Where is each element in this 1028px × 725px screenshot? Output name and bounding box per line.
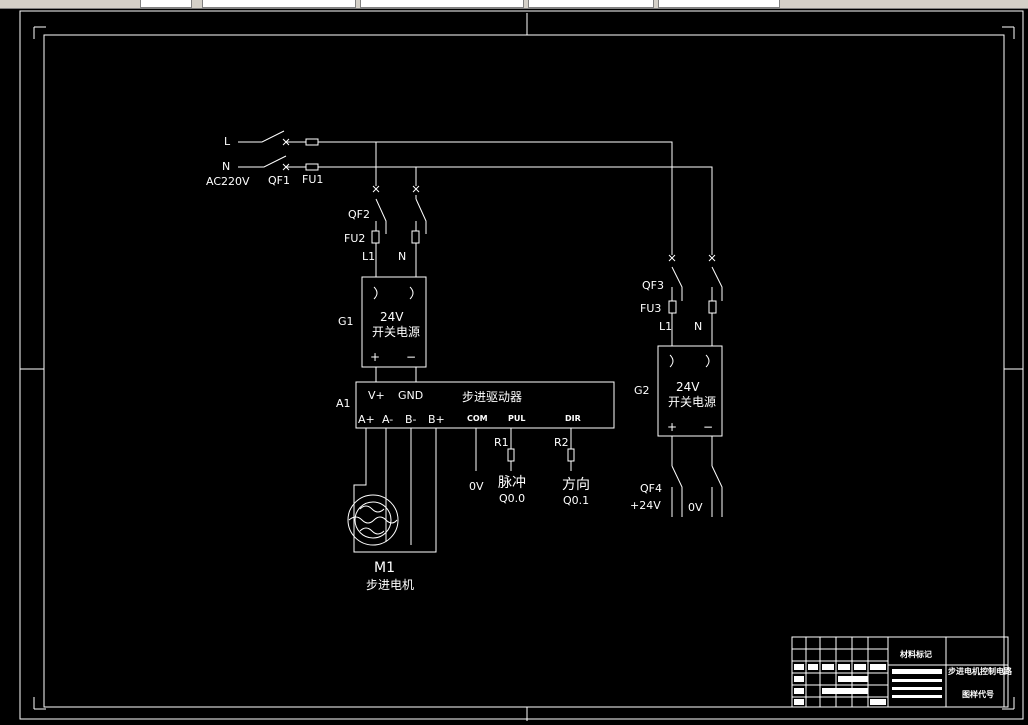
g2-minus: − (703, 420, 713, 434)
fu1-fuse-symbol (305, 138, 319, 171)
drawing-code: 图样代号 (962, 689, 994, 699)
drawing-title: 步进电机控制电路 (948, 666, 1013, 676)
main-supply: L N AC220V QF1 FU1 (206, 130, 713, 255)
qf2-breaker-symbol (372, 185, 427, 234)
motor-tag: M1 (374, 560, 395, 576)
signal-section: R1 R2 0V 脉冲 Q0.0 方向 Q0.1 (469, 428, 590, 507)
g2-in-n-label: N (694, 320, 702, 333)
r2-label: R2 (554, 436, 569, 449)
motor-wiring (353, 428, 437, 553)
material-mark: 材料标记 (900, 649, 932, 659)
fu3-fuse-left (668, 300, 677, 314)
g1-branch: QF2 FU2 L1 N 24V 开关电源 + − G1 (338, 185, 427, 382)
driver-box[interactable] (355, 381, 615, 429)
motor-name: 步进电机 (366, 578, 414, 592)
g2-name: 开关电源 (668, 395, 716, 409)
g2-tilde-icons (669, 354, 710, 368)
g1-input-wires (375, 221, 417, 277)
toolbar-dropdown[interactable] (360, 0, 524, 8)
driver-pul: PUL (508, 414, 525, 423)
g1-tilde-icons (373, 286, 414, 300)
cad-drawing-canvas[interactable]: L N AC220V QF1 FU1 QF2 FU2 L1 N 24V (0, 9, 1028, 725)
r1-label: R1 (494, 436, 509, 449)
qf4-label: QF4 (640, 482, 662, 495)
g2-plus: + (667, 420, 677, 434)
g2-input-wires (671, 287, 713, 346)
driver-vplus: V+ (368, 389, 385, 402)
fu3-label: FU3 (640, 302, 661, 315)
driver-a-plus: A+ (358, 413, 375, 426)
g1-voltage: 24V (380, 310, 404, 324)
g1-plus: + (370, 350, 380, 364)
g2-branch: QF3 FU3 L1 N 24V 开关电源 + − G2 QF4 +24V 0V (630, 254, 723, 517)
stepper-driver: A1 V+ GND 步进驱动器 A+ A- B- B+ COM PUL DIR (336, 381, 615, 429)
toolbar-dropdown[interactable] (658, 0, 780, 8)
g2-in-l-label: L1 (659, 320, 672, 333)
g1-output-wires (375, 367, 417, 382)
direction-label: 方向 (562, 477, 590, 493)
qf4-breaker-symbol (671, 465, 723, 517)
title-block-cells (794, 664, 942, 705)
g2-output-wires (671, 436, 713, 466)
g1-name: 开关电源 (372, 325, 420, 339)
g1-tag: G1 (338, 315, 354, 328)
g1-power-supply-box[interactable] (361, 276, 427, 368)
g2-tag: G2 (634, 384, 650, 397)
g1-wires (385, 221, 417, 231)
pulse-label: 脉冲 (498, 475, 526, 491)
toolbar-dropdown[interactable] (140, 0, 192, 8)
driver-com: COM (467, 414, 488, 423)
com-zero-label: 0V (469, 480, 484, 493)
pulse-address: Q0.0 (499, 492, 525, 505)
fu3-fuse-right (708, 300, 717, 314)
direction-address: Q0.1 (563, 494, 589, 507)
g1-in-n-label: N (398, 250, 406, 263)
toolbar-dropdown[interactable] (202, 0, 356, 8)
g2-voltage: 24V (676, 380, 700, 394)
supply-label-l: L (224, 135, 231, 148)
driver-a-minus: A- (382, 413, 393, 426)
fu2-fuse-right (411, 230, 420, 244)
g1-in-l-label: L1 (362, 250, 375, 263)
supply-voltage: AC220V (206, 175, 250, 188)
g1-minus: − (406, 350, 416, 364)
supply-label-n: N (222, 160, 230, 173)
qf1-breaker-symbol (238, 130, 290, 171)
supply-bus (286, 141, 713, 255)
qf3-breaker-symbol (668, 254, 723, 301)
stepper-motor-icon (347, 494, 399, 546)
fu1-label: FU1 (302, 173, 323, 186)
driver-tag: A1 (336, 397, 351, 410)
drawing-frame (19, 10, 1024, 721)
title-block: 材料标记 步进电机控制电路 图样代号 (791, 636, 1013, 708)
fu2-label: FU2 (344, 232, 365, 245)
driver-gnd: GND (398, 389, 423, 402)
fu2-fuse-left (371, 230, 380, 244)
qf2-label: QF2 (348, 208, 370, 221)
g2-out-zero: 0V (688, 501, 703, 514)
driver-b-minus: B- (405, 413, 417, 426)
cad-toolbar-strip (0, 0, 1028, 9)
g2-out-plus: +24V (630, 499, 661, 512)
driver-b-plus: B+ (428, 413, 445, 426)
toolbar-dropdown[interactable] (528, 0, 654, 8)
qf3-label: QF3 (642, 279, 664, 292)
g2-power-supply-box[interactable] (657, 345, 723, 437)
driver-dir: DIR (565, 414, 581, 423)
driver-name: 步进驱动器 (462, 390, 522, 404)
qf1-label: QF1 (268, 174, 290, 187)
